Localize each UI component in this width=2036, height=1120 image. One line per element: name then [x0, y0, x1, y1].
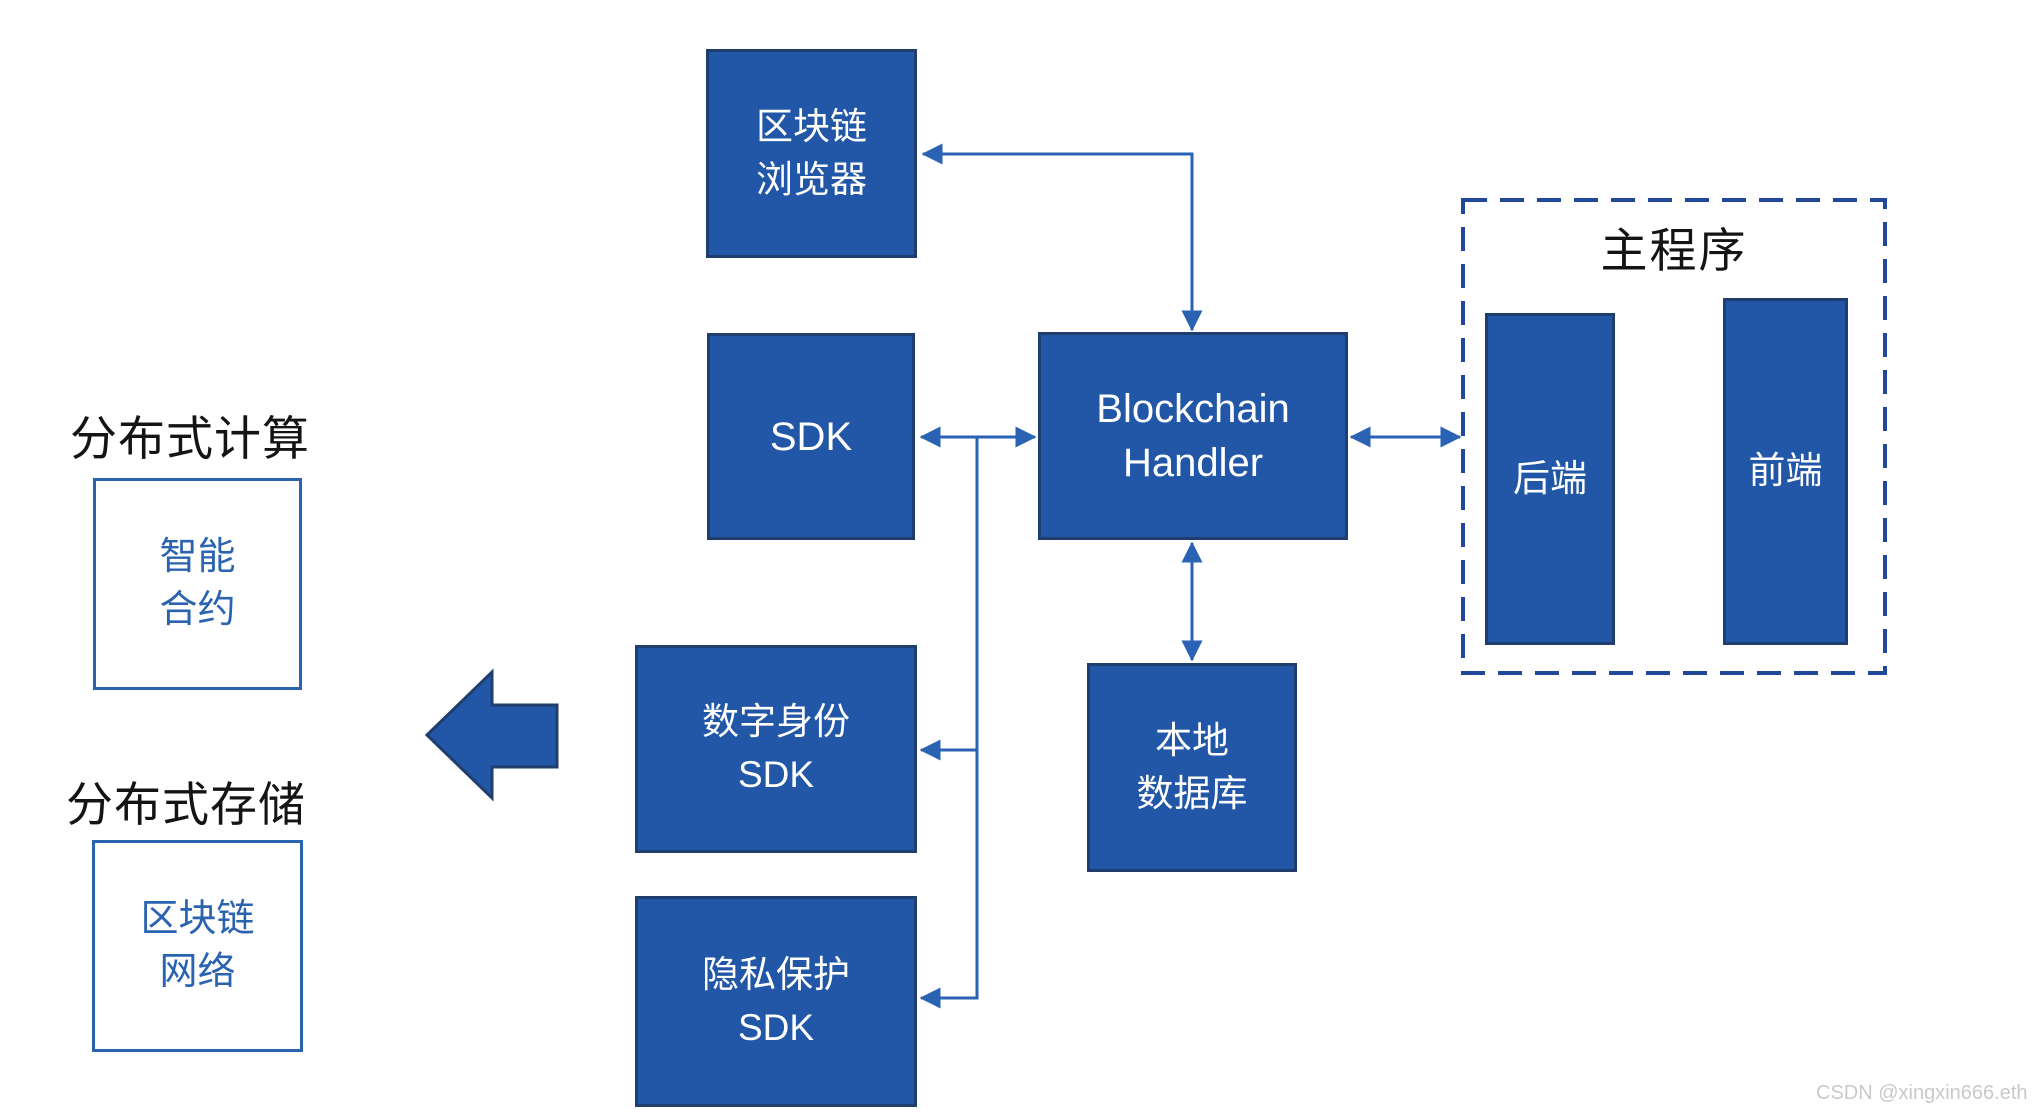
- backend-node: 后端: [1485, 313, 1615, 645]
- blockchain-handler-node: Blockchain Handler: [1038, 332, 1348, 540]
- frontend-node: 前端: [1723, 298, 1848, 645]
- local-database-node: 本地 数据库: [1087, 663, 1297, 872]
- connector-junction-privacy-sdk: [919, 437, 979, 1009]
- section-title-distributed-storage: 分布式存储: [66, 778, 306, 831]
- sdk-node: SDK: [707, 333, 915, 540]
- connector-handler-browser: [921, 143, 1203, 332]
- main-program-title: 主程序: [1600, 224, 1748, 277]
- digital-identity-sdk-node: 数字身份 SDK: [635, 645, 917, 853]
- left-block-arrow: [424, 668, 559, 802]
- blockchain-browser-node: 区块链 浏览器: [706, 49, 917, 258]
- blockchain-network-box: 区块链 网络: [92, 840, 303, 1052]
- section-title-distributed-computing: 分布式计算: [70, 412, 310, 465]
- privacy-protection-sdk-node: 隐私保护 SDK: [635, 896, 917, 1107]
- csdn-watermark: CSDN @xingxin666.eth: [1816, 1082, 2028, 1104]
- smart-contract-box: 智能 合约: [93, 478, 302, 690]
